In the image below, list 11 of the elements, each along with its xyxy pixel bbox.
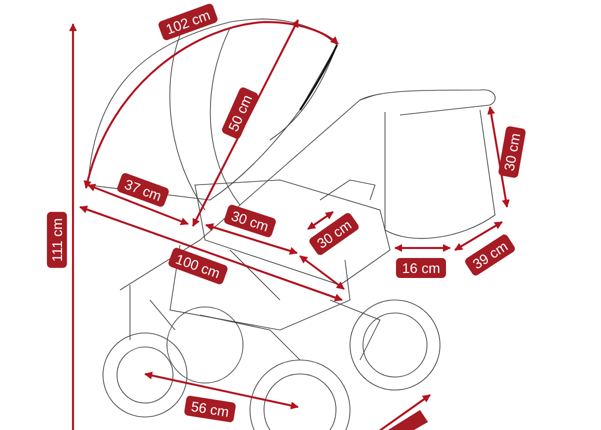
dimension-label: 16 cm <box>396 258 446 278</box>
dimension-label: 102 cm <box>157 2 219 42</box>
dimension-label: 39 cm <box>464 232 517 278</box>
dimension-label: 56 cm <box>184 395 236 423</box>
dimension-label: 30 cm <box>498 126 526 178</box>
dimension-label: 100 cm <box>167 246 229 286</box>
dimension-label: 30 cm <box>223 204 277 238</box>
dimension-label: 37 cm <box>116 172 170 208</box>
dimension-label: 30 cm <box>308 211 360 257</box>
dimension-label: 111 cm <box>46 212 67 268</box>
dimension-label: 50 cm <box>220 86 260 140</box>
